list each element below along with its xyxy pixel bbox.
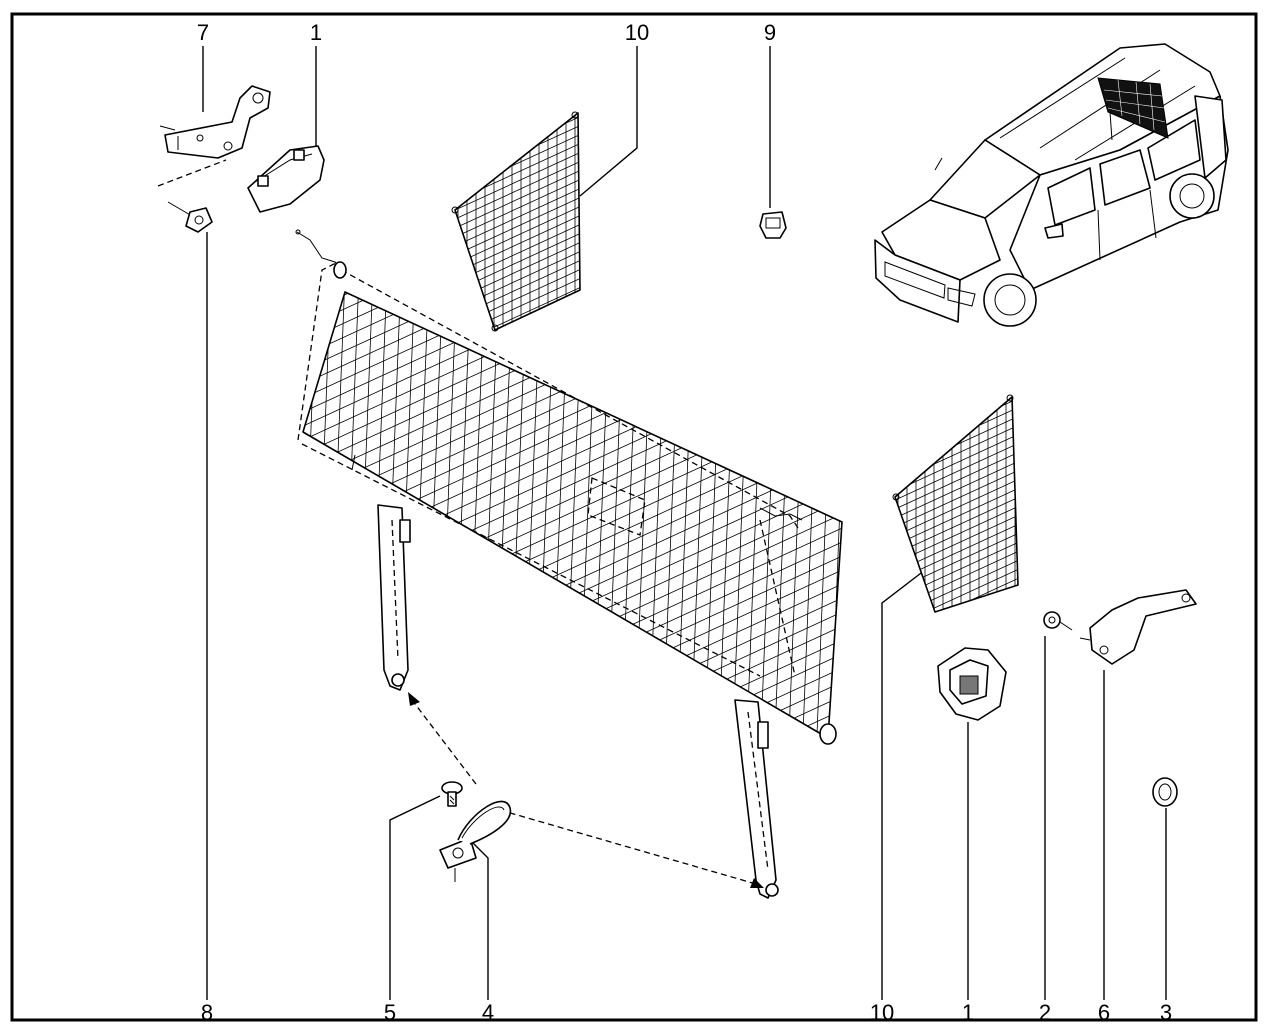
net-strand [895, 455, 1018, 526]
net-strand [303, 292, 842, 405]
net-strand [895, 397, 1018, 400]
net-strand [455, 278, 580, 330]
net-strand [303, 631, 842, 738]
callout-2-bottom: 2 [1039, 1000, 1051, 1025]
callout-6-bottom: 6 [1098, 1000, 1110, 1025]
d-ring-part-4 [439, 800, 512, 882]
net-strand [311, 292, 333, 738]
net-strand [303, 617, 842, 738]
assembly-arrows [408, 692, 764, 888]
net-strand [895, 563, 1018, 612]
net-strand [303, 292, 319, 738]
net-strand [455, 170, 580, 245]
callout-8-bottom: 8 [201, 1000, 213, 1025]
callout-5-bottom: 5 [384, 1000, 396, 1025]
net-strand [455, 113, 580, 119]
leader-lines [202, 46, 1167, 1000]
net-strand [455, 269, 580, 330]
callout-7-top: 7 [197, 20, 209, 45]
net-strand [270, 250, 290, 760]
screw-part-2 [1043, 611, 1073, 631]
callout-10-bottom: 10 [870, 1000, 894, 1025]
callout-4-bottom: 4 [482, 1000, 494, 1025]
net-strand [895, 554, 1018, 612]
net-strand [303, 687, 842, 738]
net-strand [829, 292, 842, 738]
callout-9-top: 9 [764, 20, 776, 45]
net-strand [303, 589, 842, 738]
attachment-part-1-lower [937, 647, 1007, 721]
net-strand [303, 673, 842, 738]
net-strand [895, 437, 1018, 508]
net-strand [440, 35, 600, 109]
attachment-part-1-upper [247, 145, 325, 213]
net-strand [455, 161, 580, 236]
strap-left [351, 454, 411, 691]
diagram-frame [10, 12, 1258, 1022]
net-strand [895, 446, 1018, 517]
net-strand [303, 603, 842, 738]
grommet-part-3 [1152, 777, 1178, 807]
callout-10-top: 10 [625, 20, 649, 45]
net-strand [303, 292, 842, 391]
vehicle-illustration [874, 43, 1229, 327]
net-strand [303, 292, 842, 377]
strap-right [734, 699, 779, 899]
net-strand [440, 26, 600, 100]
net-strand [303, 701, 842, 738]
bracket-part-7 [159, 85, 271, 159]
net-strand [290, 772, 860, 1033]
net-strand [895, 464, 1018, 535]
net-strand [303, 715, 842, 738]
bracket-part-6 [1079, 589, 1197, 665]
bolt-part-8 [157, 159, 227, 233]
net-strand [455, 143, 580, 218]
side-net-part-10-lower [880, 321, 1030, 613]
net-strand [303, 645, 842, 738]
net-strand [455, 179, 580, 254]
callout-3-bottom: 3 [1160, 1000, 1172, 1025]
callout-1-top: 1 [310, 20, 322, 45]
net-strand [303, 292, 305, 738]
callout-1-bottom: 1 [962, 1000, 974, 1025]
net-strand [880, 321, 1030, 390]
clip-part-9 [759, 211, 787, 239]
net-strand [303, 292, 842, 363]
net-strand [455, 152, 580, 227]
screw-part-5 [441, 781, 463, 807]
net-strand [303, 292, 842, 419]
